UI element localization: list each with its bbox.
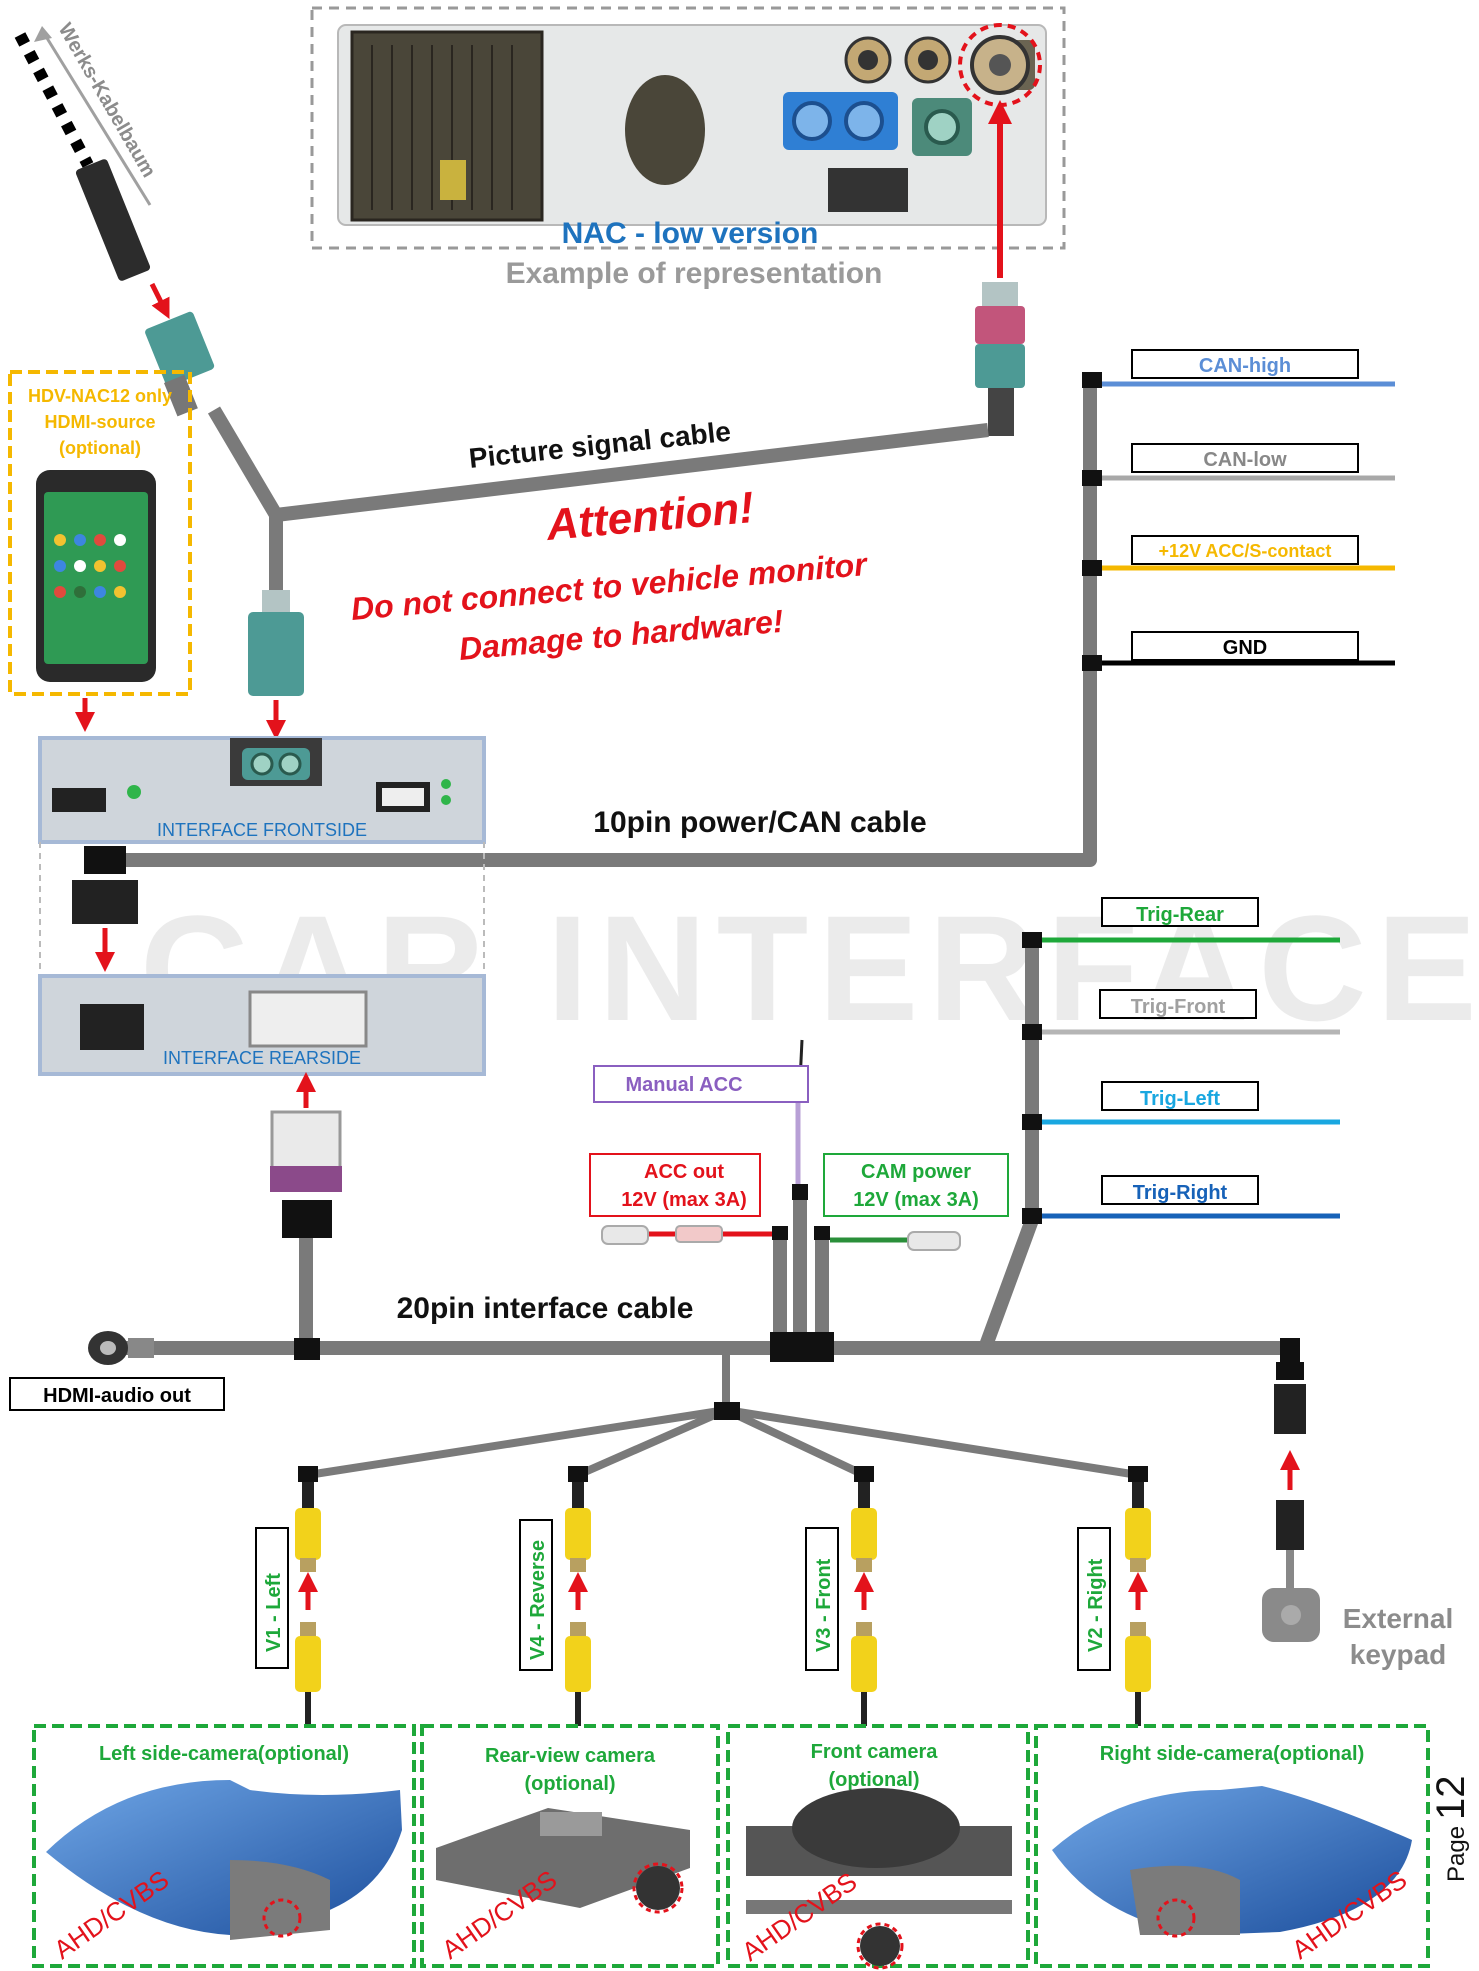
keypad-label2: keypad bbox=[1350, 1639, 1447, 1670]
aux-wires bbox=[589, 1039, 1009, 1251]
hdmi-audio-box bbox=[9, 1377, 225, 1411]
hdmi-source-frame bbox=[8, 370, 192, 696]
hdmi-audio-jack bbox=[88, 1331, 154, 1365]
junction-blocks bbox=[294, 372, 1300, 1482]
fakra-plug-pink bbox=[975, 282, 1025, 436]
wire-trig-front: Trig-Front bbox=[1131, 996, 1226, 1018]
interface-rear-label: INTERFACE REARSIDE bbox=[163, 1048, 361, 1068]
factory-harness-label: Werks-Kabelbaum bbox=[54, 20, 160, 182]
wire-gnd: GND bbox=[1223, 637, 1267, 659]
keypad-label1: External bbox=[1343, 1603, 1454, 1634]
interface-frontside bbox=[38, 736, 486, 844]
video-label-v3: V3 - Front bbox=[813, 1558, 835, 1652]
hdmi-source-line1: HDV-NAC12 only bbox=[28, 386, 172, 406]
power-cable-label: 10pin power/CAN cable bbox=[593, 806, 926, 839]
camera-front-subtitle: (optional) bbox=[828, 1769, 919, 1791]
hdmi-source-line3: (optional) bbox=[59, 438, 141, 458]
head-unit-photo bbox=[310, 6, 1066, 250]
rca-plug-v4-reverse bbox=[565, 1622, 591, 1726]
camera-left-title: Left side-camera(optional) bbox=[99, 1743, 349, 1765]
rca-connectors bbox=[295, 1482, 1151, 1726]
fakra-plug-teal-harness bbox=[145, 311, 215, 417]
camera-front-tag: AHD/CVBS bbox=[736, 1866, 862, 1967]
video-branch-cables bbox=[307, 1348, 1139, 1479]
acc-out-label2: 12V (max 3A) bbox=[621, 1189, 747, 1211]
head-unit-subtitle: Example of representation bbox=[506, 257, 883, 290]
rca-socket-v1-left bbox=[295, 1482, 321, 1572]
rca-plug-v3-front bbox=[851, 1622, 877, 1726]
20pin-plug bbox=[270, 1110, 342, 1238]
cam-power-label1: CAM power bbox=[861, 1161, 971, 1183]
rear-view-camera bbox=[436, 1808, 690, 1914]
attention-title: Attention! bbox=[544, 483, 756, 550]
attention-line1: Do not connect to vehicle monitor bbox=[349, 546, 869, 627]
wire-can-high: CAN-high bbox=[1199, 355, 1291, 377]
cable-network bbox=[100, 380, 1297, 1360]
page-word: Page bbox=[1443, 1826, 1470, 1882]
cam-power-label2: 12V (max 3A) bbox=[853, 1189, 979, 1211]
camera-right-title: Right side-camera(optional) bbox=[1100, 1743, 1364, 1765]
right-mirror-camera bbox=[1052, 1786, 1412, 1938]
wire-12v-acc: +12V ACC/S-contact bbox=[1159, 541, 1332, 561]
rca-plug-v2-right bbox=[1125, 1622, 1151, 1726]
camera-frames bbox=[32, 1724, 1430, 1968]
hdmi-audio-label: HDMI-audio out bbox=[43, 1385, 191, 1407]
manual-acc-label: Manual ACC bbox=[625, 1074, 742, 1096]
front-camera bbox=[746, 1788, 1012, 1970]
wire-trig-left: Trig-Left bbox=[1140, 1088, 1220, 1110]
smartphone-icon bbox=[36, 470, 156, 682]
factory-harness bbox=[14, 26, 152, 281]
video-label-v1: V1 - Left bbox=[263, 1573, 285, 1652]
power-wires bbox=[1102, 349, 1395, 666]
fakra-plug-teal-interface bbox=[248, 590, 304, 696]
rca-socket-v2-right bbox=[1125, 1482, 1151, 1572]
camera-rear-subtitle: (optional) bbox=[524, 1773, 615, 1795]
10pin-plug bbox=[72, 846, 138, 924]
rca-plug-v1-left bbox=[295, 1622, 321, 1726]
video-label-v2: V2 - Right bbox=[1085, 1558, 1107, 1652]
keypad-connector bbox=[1262, 1362, 1320, 1642]
trigger-wires bbox=[1042, 897, 1340, 1219]
hdmi-source-line2: HDMI-source bbox=[44, 412, 155, 432]
head-unit-title: NAC - low version bbox=[562, 217, 819, 250]
wire-can-low: CAN-low bbox=[1203, 449, 1287, 471]
camera-rear-title: Rear-view camera bbox=[485, 1745, 656, 1767]
interface-rearside bbox=[38, 974, 486, 1076]
wire-trig-rear: Trig-Rear bbox=[1136, 904, 1224, 926]
rca-socket-v3-front bbox=[851, 1482, 877, 1572]
interface-cable-label: 20pin interface cable bbox=[397, 1292, 694, 1325]
harness-arrow bbox=[149, 282, 170, 319]
rca-socket-v4-reverse bbox=[565, 1482, 591, 1572]
acc-out-label1: ACC out bbox=[644, 1161, 724, 1183]
wire-trig-right: Trig-Right bbox=[1133, 1182, 1228, 1204]
video-label-v4: V4 - Reverse bbox=[527, 1540, 549, 1660]
left-mirror-camera bbox=[46, 1780, 402, 1940]
interface-front-label: INTERFACE FRONTSIDE bbox=[157, 820, 367, 840]
page-number: 12 bbox=[1429, 1776, 1473, 1821]
camera-front-title: Front camera bbox=[811, 1741, 939, 1763]
